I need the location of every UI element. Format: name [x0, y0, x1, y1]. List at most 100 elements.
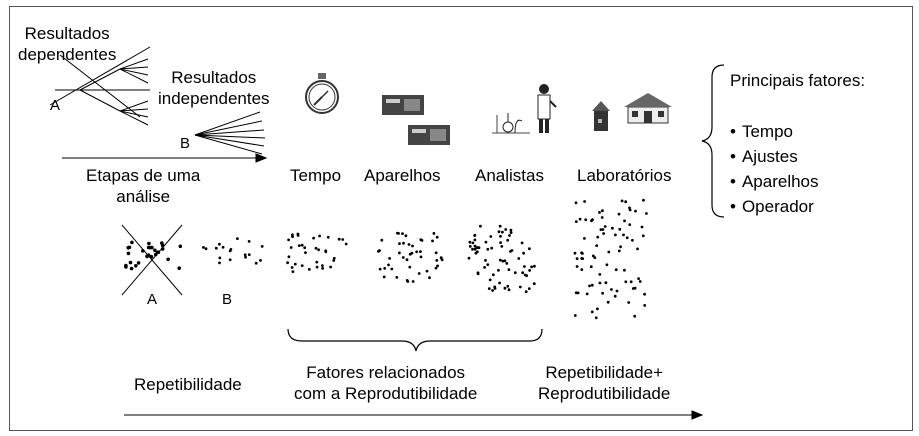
analyst-icon — [492, 84, 557, 134]
scatter-point — [130, 240, 134, 245]
scatter-point — [640, 225, 644, 229]
scatter-point — [499, 234, 502, 238]
scatter-aparelhos-points — [377, 231, 444, 283]
scatter-point — [476, 271, 480, 275]
scatter-point — [517, 257, 521, 260]
diagram-frame: Resultados dependentes A Resultados inde… — [9, 6, 913, 431]
scatter-point — [329, 265, 332, 269]
scatter-point — [603, 225, 607, 228]
scatter-point — [602, 232, 605, 235]
scatter-point — [291, 270, 295, 273]
scatter-point — [332, 256, 336, 260]
scatter-point — [321, 267, 324, 270]
scatter-point — [593, 256, 597, 259]
scatter-point — [229, 248, 233, 251]
scatter-point — [420, 239, 424, 242]
scatter-point — [296, 232, 300, 236]
scatter-point — [600, 216, 604, 219]
scatter-point — [580, 268, 584, 271]
scatter-point — [287, 255, 291, 259]
principal-factor-item: Ajustes — [730, 144, 819, 169]
scatter-point — [293, 262, 297, 266]
scatter-point — [398, 251, 401, 255]
scatter-point — [401, 256, 405, 259]
factor-aparelhos: Aparelhos — [364, 166, 441, 185]
scatter-point — [324, 250, 328, 254]
scatter-point — [625, 236, 629, 240]
scatter-point — [594, 316, 598, 320]
scatter-point — [383, 267, 387, 270]
scatter-point — [428, 276, 431, 280]
factor-analistas: Analistas — [475, 166, 544, 185]
scatter-point — [629, 280, 633, 284]
scatter-point — [532, 282, 536, 286]
scatter-point — [645, 212, 648, 215]
scatter-point — [473, 234, 476, 237]
scatter-point — [596, 235, 600, 239]
scatter-point — [468, 240, 472, 244]
scatter-point — [618, 227, 622, 231]
scatter-analistas-points — [467, 224, 536, 294]
scatter-point — [643, 292, 646, 296]
independent-results-label: Resultados independentes — [158, 68, 270, 108]
scatter-point — [524, 290, 528, 294]
scatter-point — [484, 240, 488, 244]
scatter-point — [628, 223, 632, 227]
scatter-point — [595, 244, 599, 248]
scatter-point — [160, 243, 165, 248]
scatter-point — [286, 261, 289, 265]
scatter-point — [405, 258, 409, 262]
scatter-point — [204, 247, 208, 251]
scatter-point — [510, 249, 514, 252]
scatter-point — [419, 255, 423, 259]
scatter-point — [304, 251, 307, 255]
scatter-a — [121, 224, 183, 296]
scatter-point — [380, 238, 384, 242]
scatter-point — [218, 256, 222, 260]
scatter-point — [624, 280, 628, 284]
scatter-point — [575, 265, 579, 268]
scatter-point — [315, 260, 319, 264]
scatter-point — [417, 272, 421, 275]
factor-tempo: Tempo — [290, 166, 342, 185]
scatter-point — [382, 275, 386, 279]
scatter-point — [390, 267, 394, 271]
scatter-point — [607, 250, 611, 254]
scatter-point — [477, 246, 481, 250]
scatter-point — [148, 245, 152, 250]
scatter-point — [387, 263, 390, 267]
principal-factors-title: Principais fatores: — [730, 71, 866, 90]
scatter-point — [202, 246, 205, 249]
scatter-point — [127, 245, 132, 250]
scatter-point — [601, 228, 605, 231]
scatter-point — [489, 235, 493, 238]
scatter-point — [468, 245, 472, 248]
scatter-point — [500, 245, 504, 248]
scatter-point — [153, 252, 158, 257]
scatter-point — [434, 251, 438, 255]
scatter-point — [287, 238, 290, 242]
scatter-point — [509, 231, 513, 235]
scatter-point — [317, 248, 320, 252]
scatter-point — [509, 228, 513, 232]
scatter-point — [611, 226, 614, 230]
scatter-point — [300, 264, 304, 267]
scatter-point — [498, 258, 502, 262]
scatter-point — [598, 281, 602, 285]
scatter-point — [508, 234, 511, 237]
scatter-point — [407, 243, 411, 246]
scatter-point — [628, 208, 632, 212]
etapas-arrow — [62, 153, 268, 163]
scatter-point — [260, 245, 264, 248]
dependent-results-label: Resultados dependentes — [18, 24, 117, 64]
scatter-point — [221, 245, 225, 249]
scatter-point — [631, 238, 634, 242]
scatter-point — [160, 247, 165, 251]
scatter-point — [583, 200, 586, 203]
scatter-point — [605, 263, 609, 267]
scatter-point — [624, 200, 628, 204]
principal-factors-list: Tempo Ajustes Aparelhos Operador — [730, 119, 819, 219]
scatter-point — [633, 314, 637, 318]
scatter-point — [402, 241, 405, 245]
scatter-point — [578, 217, 582, 221]
